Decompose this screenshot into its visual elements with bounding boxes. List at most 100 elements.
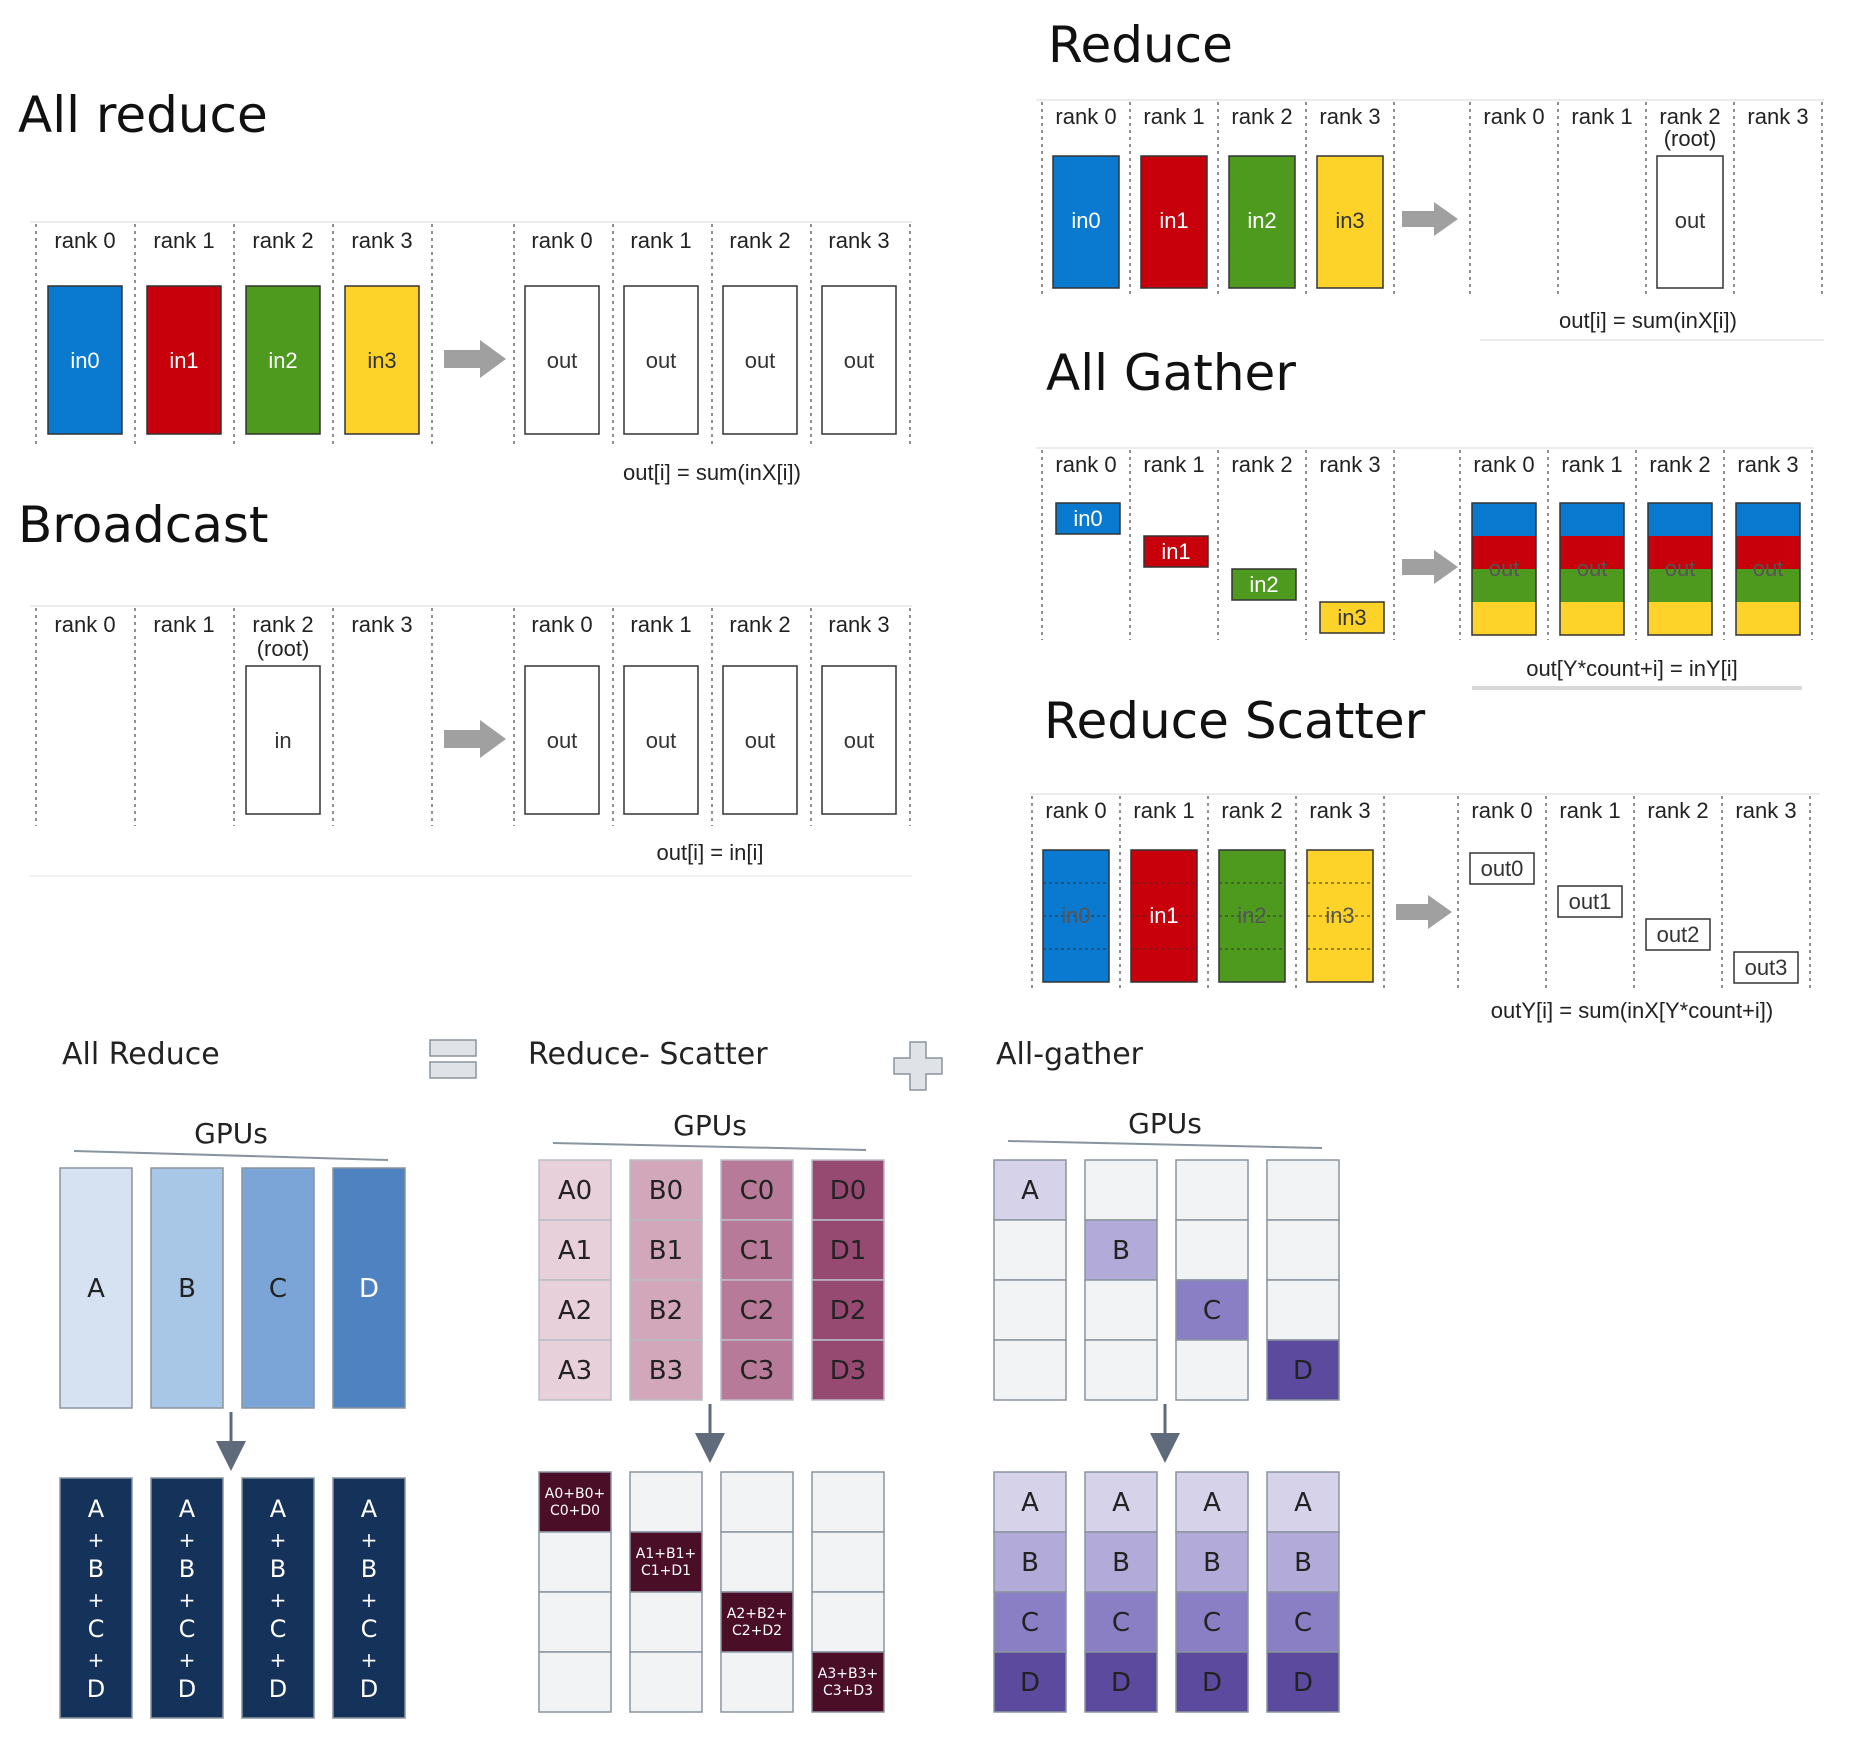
gathered-cell [1175,1531,1249,1593]
broadcast-panel: rank 0 rank 1 rank 2 (root) rank 3 rank … [30,605,912,877]
empty-cell [629,1591,703,1653]
summand-label: B [179,1555,195,1583]
shard-label: A2 [558,1296,592,1326]
rank-label: rank 3 [1309,798,1370,823]
plus-sign: + [361,1528,378,1552]
output-block [722,665,798,815]
shard-cell [1175,1279,1249,1341]
gathered-cell [1175,1471,1249,1533]
rank-label: rank 1 [1143,452,1204,477]
gpu-block [332,1167,406,1409]
output-label: out [547,348,578,373]
reduced-shard-label: C0+D0 [550,1503,600,1519]
formula: out[Y*count+i] = inY[i] [1526,656,1738,681]
gathered-label: B [1021,1548,1039,1578]
reduced-gpu-block [332,1477,406,1719]
reduced-gpu-block [59,1477,133,1719]
summand-label: D [87,1675,105,1703]
gathered-cell [993,1651,1067,1713]
rank-label: rank 0 [1471,798,1532,823]
right-arrow-icon [444,720,506,758]
output-label: out [1489,556,1520,581]
plus-icon [893,1041,943,1091]
plus-sign: + [88,1528,105,1552]
right-arrow-icon [1402,550,1458,584]
rank-label: rank 3 [1319,452,1380,477]
input-label: in1 [1161,539,1190,564]
empty-cell [811,1531,885,1593]
formula: out[i] = in[i] [656,840,763,865]
rank-label: rank 2 [729,228,790,253]
gpu-label: D [359,1274,379,1304]
output-block [623,285,699,435]
output-label: out [844,728,875,753]
shard-cell [538,1279,612,1341]
gathered-label: B [1294,1548,1312,1578]
gathered-label: A [1203,1488,1221,1518]
gathered-output: out [1559,502,1625,636]
output-label: out [1753,556,1784,581]
input-label: in3 [1335,208,1364,233]
empty-cell [1266,1159,1340,1221]
formula: outY[i] = sum(inX[Y*count+i]) [1491,998,1773,1023]
shard-label: D [1293,1356,1313,1386]
gathered-label: A [1112,1488,1130,1518]
shard-label: B [1112,1236,1130,1266]
input-label: in3 [1337,605,1366,630]
plus-sign: + [361,1648,378,1672]
input-block [1231,568,1297,601]
empty-cell [993,1279,1067,1341]
input-block [1055,502,1121,535]
all-reduce-panel: rank 0 rank 1 rank 2 rank 3 rank 0 rank … [30,221,912,485]
shard-label: A0 [558,1176,592,1206]
rank-label: rank 2 [252,612,313,637]
output-label: out [844,348,875,373]
shard-cell [629,1219,703,1281]
output-label: out3 [1745,955,1788,980]
shard-label: B0 [649,1176,683,1206]
summand-label: C [88,1615,105,1643]
input-block [146,285,222,435]
plus-sign: + [179,1528,196,1552]
input-label: in0 [70,348,99,373]
empty-cell [629,1651,703,1713]
input-block [1218,849,1286,983]
gathered-cell [1084,1651,1158,1713]
plus-sign: + [270,1648,287,1672]
plus-sign: + [270,1528,287,1552]
reduced-shard-cell [811,1651,885,1713]
summand-label: C [270,1615,287,1643]
input-block [245,285,321,435]
reduced-shard-label: C3+D3 [823,1683,873,1699]
rank-label: rank 1 [1133,798,1194,823]
rank-label: rank 3 [1747,104,1808,129]
output-block [1469,852,1535,885]
shard-cell [720,1279,794,1341]
shard-label: C1 [740,1236,775,1266]
plus-sign: + [88,1648,105,1672]
all-gather-panel: rank 0 rank 1 rank 2 rank 3 rank 0 rank … [1036,447,1814,690]
shard-cell [629,1159,703,1221]
summand-label: A [270,1495,287,1523]
plus-sign: + [270,1588,287,1612]
gathered-label: D [1020,1668,1040,1698]
plus-sign: + [361,1588,378,1612]
shard-label: B3 [649,1356,683,1386]
empty-cell [1266,1219,1340,1281]
empty-cell [1266,1279,1340,1341]
bottom-all-reduce-title: All Reduce [62,1037,220,1072]
bottom-equation: All Reduce Reduce- Scatter All-gather [62,1037,1144,1091]
rank-label: rank 1 [1143,104,1204,129]
empty-cell [720,1471,794,1533]
gathered-cell [993,1591,1067,1653]
rank-label: rank 0 [1055,452,1116,477]
all-reduce-title: All reduce [18,86,268,144]
output-block [524,285,600,435]
gathered-cell [993,1471,1067,1533]
output-label: out [646,728,677,753]
rank-label: rank 3 [1319,104,1380,129]
output-block [1733,951,1799,984]
